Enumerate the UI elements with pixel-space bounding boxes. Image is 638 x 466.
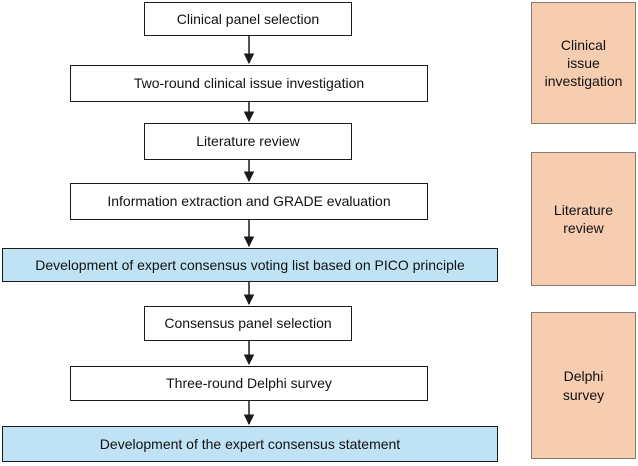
step-clinical-panel-selection: Clinical panel selection [144,2,352,36]
phase-clinical-issue-investigation: Clinical issue investigation [531,2,636,124]
step-three-round-delphi-survey: Three-round Delphi survey [70,366,428,401]
phase-delphi-survey: Delphi survey [531,312,636,459]
step-consensus-panel-selection: Consensus panel selection [144,306,352,341]
step-consensus-statement-development: Development of the expert consensus stat… [2,426,498,462]
phase-literature-review: Literature review [531,152,636,286]
step-information-extraction-grade: Information extraction and GRADE evaluat… [70,183,428,220]
step-literature-review: Literature review [144,123,352,160]
step-voting-list-development: Development of expert consensus voting l… [2,248,498,282]
step-two-round-clinical-issue-investigation: Two-round clinical issue investigation [70,65,428,102]
